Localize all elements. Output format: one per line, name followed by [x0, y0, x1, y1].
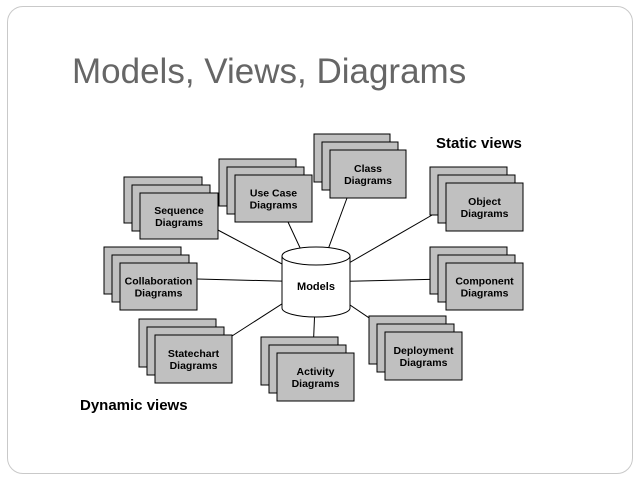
node-label-class: Diagrams [344, 175, 392, 187]
stack-front-collaboration [119, 262, 198, 311]
node-label-use-case: Diagrams [250, 200, 298, 212]
node-label-statechart: Statechart [168, 348, 220, 360]
node-label-sequence: Sequence [154, 205, 204, 217]
stack-front-statechart [154, 334, 233, 384]
node-label-sequence: Diagrams [155, 217, 203, 229]
node-label-activity: Activity [297, 366, 335, 378]
static-views-label: Static views [436, 135, 522, 152]
stack-front-sequence [139, 192, 219, 240]
node-label-class: Class [354, 163, 382, 175]
node-label-object: Object [468, 196, 501, 208]
stack-front-activity [276, 352, 355, 402]
node-label-object: Diagrams [461, 208, 509, 220]
dynamic-views-label: Dynamic views [80, 397, 188, 414]
stack-front-object [445, 182, 524, 232]
slide-title: Models, Views, Diagrams [72, 52, 467, 91]
node-label-deployment: Diagrams [400, 357, 448, 369]
node-label-deployment: Deployment [393, 345, 454, 357]
stack-front-component [445, 262, 524, 311]
node-label-statechart: Diagrams [170, 360, 218, 372]
node-label-component: Diagrams [461, 288, 509, 300]
node-label-component: Component [455, 276, 514, 288]
stack-front-deployment [384, 331, 463, 381]
node-label-collaboration: Diagrams [135, 288, 183, 300]
cylinder-body [281, 256, 351, 318]
node-label-activity: Diagrams [292, 378, 340, 390]
models-cylinder: Models [281, 246, 351, 318]
cylinder-top [281, 246, 351, 266]
models-label: Models [297, 281, 335, 293]
node-label-collaboration: Collaboration [125, 276, 193, 288]
stack-front-use-case [234, 174, 313, 223]
node-label-use-case: Use Case [250, 188, 297, 200]
stack-front-class [329, 149, 407, 199]
